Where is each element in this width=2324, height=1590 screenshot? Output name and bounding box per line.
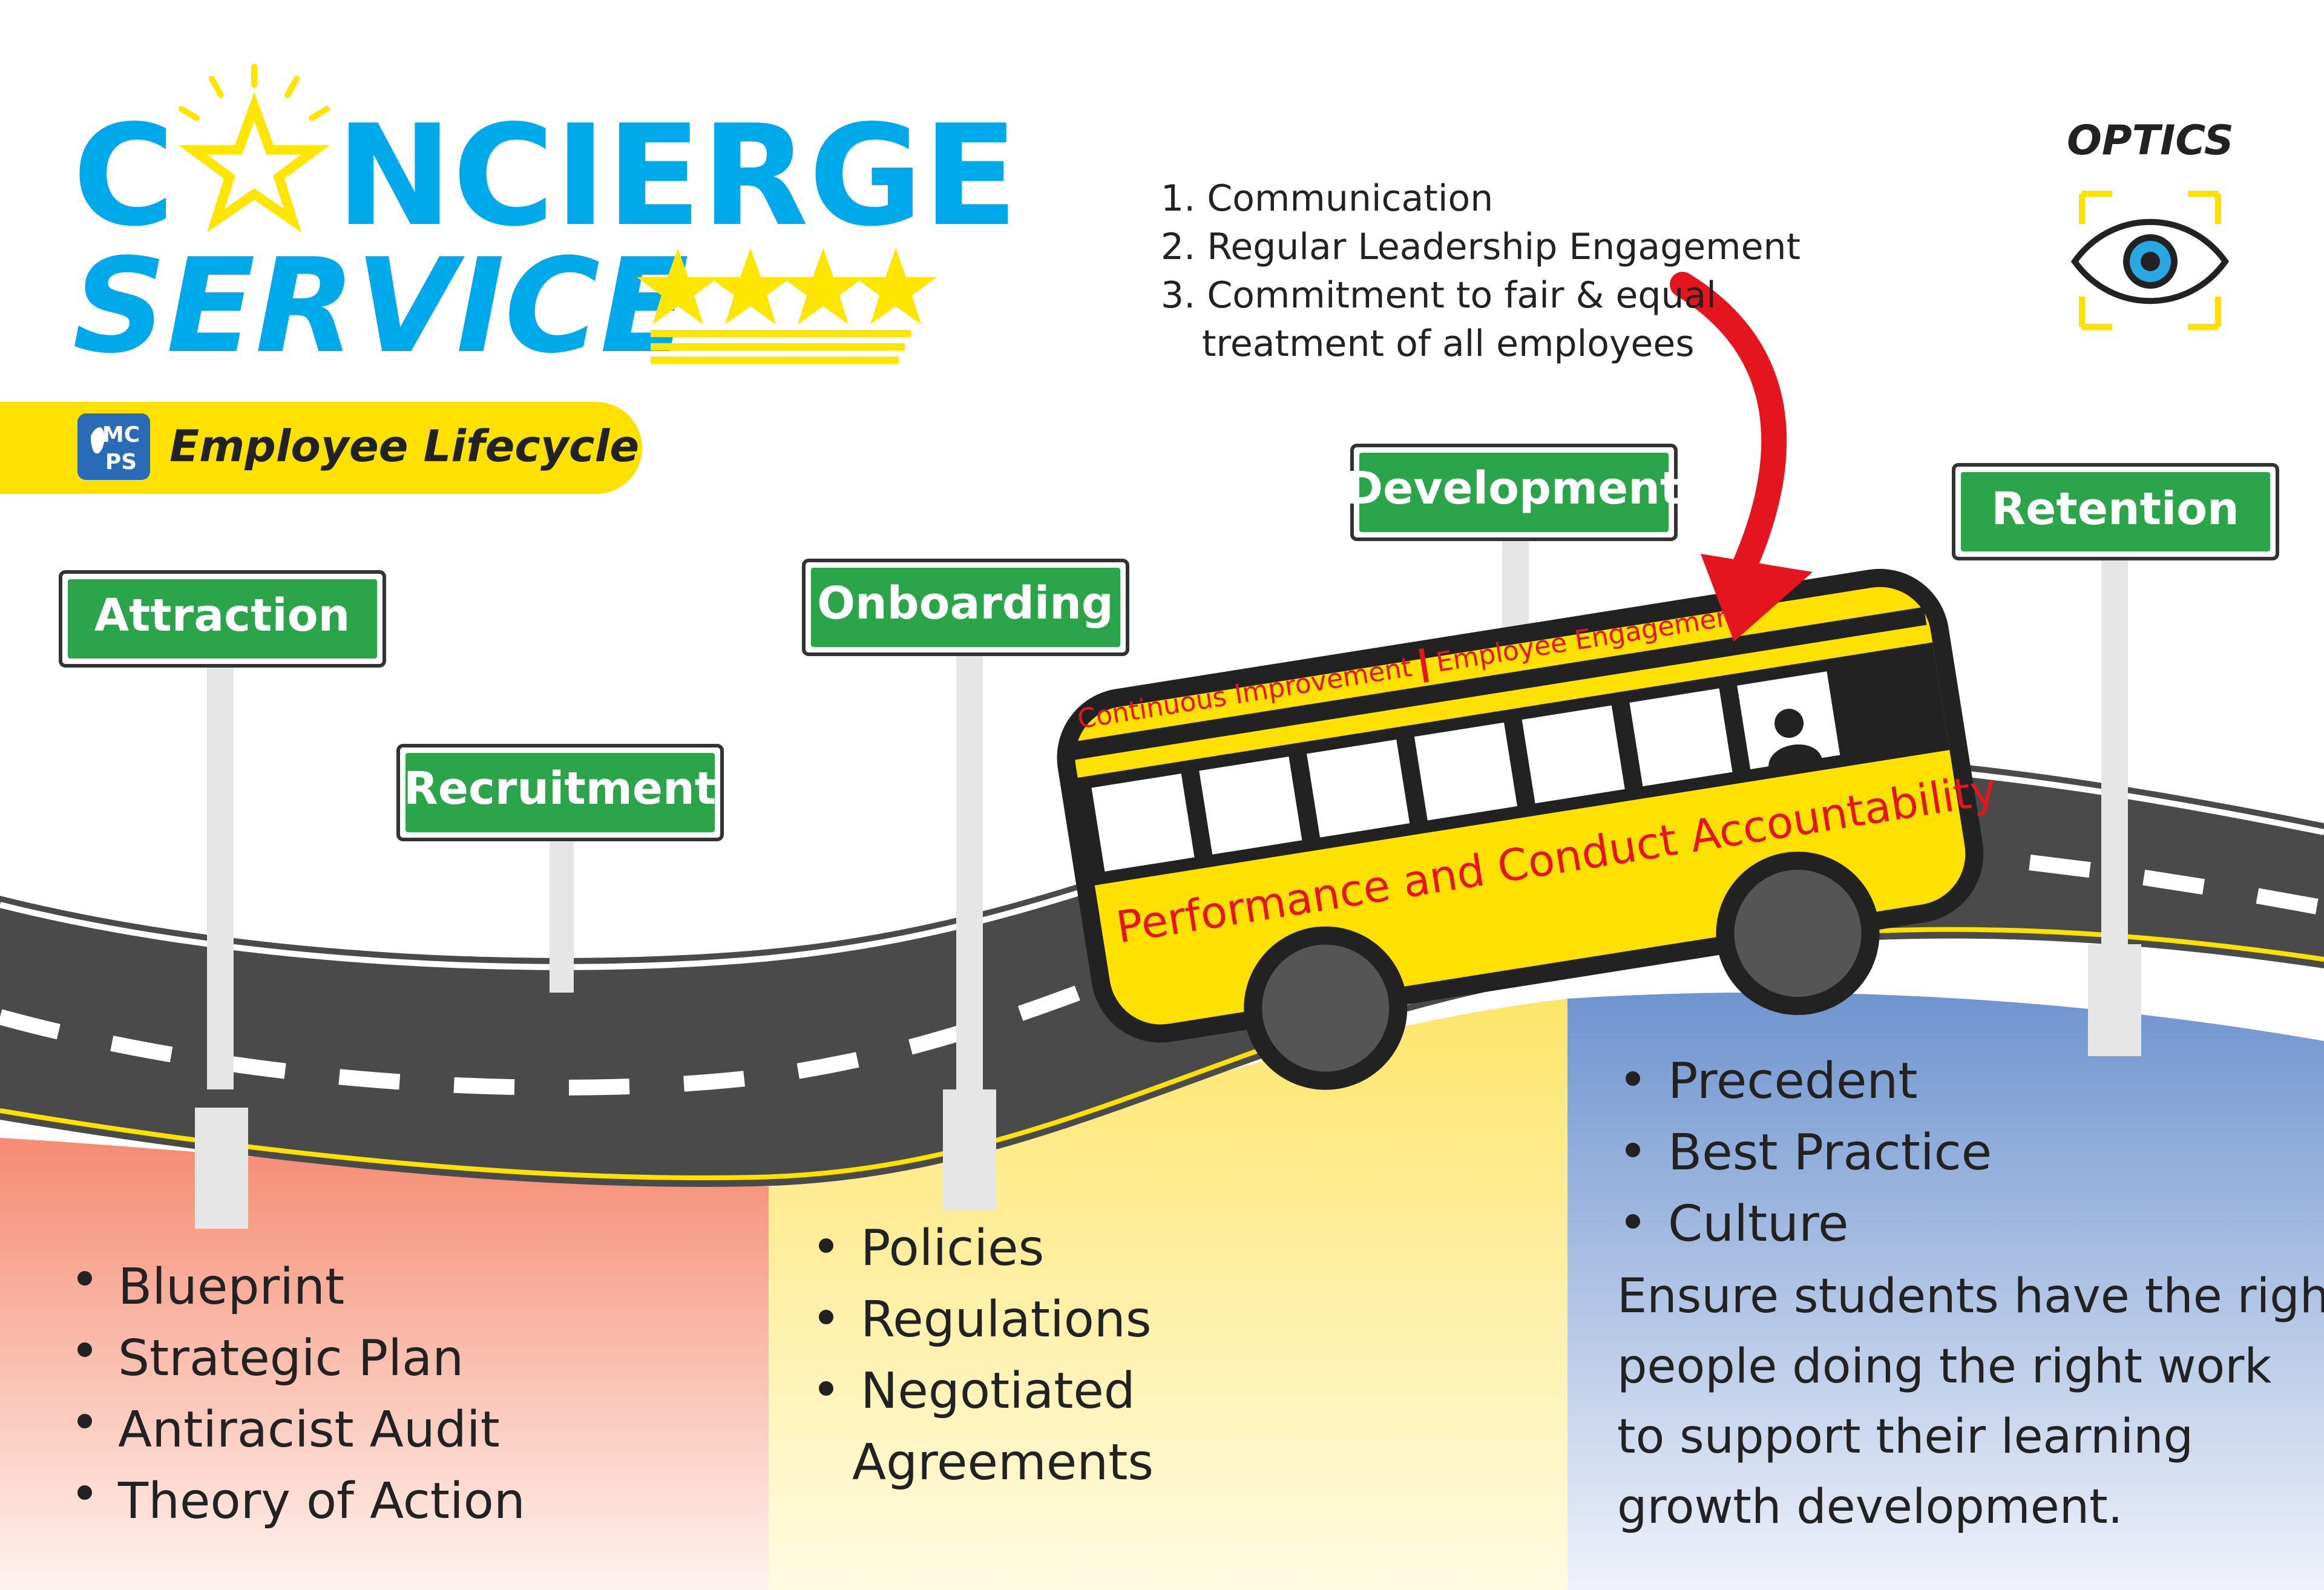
panel-left-list: Blueprint Strategic Plan Antiracist Audi… bbox=[77, 1258, 525, 1530]
right-item-3: Culture bbox=[1668, 1195, 1849, 1253]
badge-text: Employee Lifecycle bbox=[169, 421, 639, 471]
sign-recruitment-label: Recruitment bbox=[404, 763, 716, 815]
bus-wheel-front bbox=[1244, 926, 1408, 1090]
red-arrow bbox=[1670, 272, 1813, 642]
list-item-1: 1. Communication bbox=[1161, 177, 1493, 220]
school-bus: Continuous Improvement Employee Engageme… bbox=[1057, 568, 2000, 1090]
right-item-2: Best Practice bbox=[1668, 1124, 1992, 1181]
post-onboarding bbox=[956, 654, 983, 1089]
left-item-3: Antiracist Audit bbox=[118, 1401, 500, 1459]
sign-attraction: Attraction bbox=[59, 570, 386, 668]
svg-text:PS: PS bbox=[105, 450, 137, 475]
post-base-attraction bbox=[195, 1108, 248, 1229]
numbered-list: 1. Communication 2. Regular Leadership E… bbox=[1161, 177, 1800, 365]
list-item-3-cont: treatment of all employees bbox=[1202, 323, 1695, 365]
eye-icon bbox=[2070, 191, 2230, 330]
sign-onboarding: Onboarding bbox=[802, 559, 1129, 656]
middle-item-3-cont: Agreements bbox=[852, 1434, 1154, 1491]
right-paragraph-4: growth development. bbox=[1617, 1480, 2123, 1534]
sign-development-label: Development bbox=[1346, 462, 1682, 514]
post-retention bbox=[2101, 557, 2128, 944]
post-base-retention bbox=[2088, 944, 2141, 1056]
middle-item-3: Negotiated bbox=[861, 1362, 1135, 1420]
left-item-1: Blueprint bbox=[118, 1258, 344, 1316]
svg-text:MC: MC bbox=[102, 422, 140, 447]
panel-blue-bg bbox=[1567, 992, 2324, 1590]
sign-onboarding-label: Onboarding bbox=[817, 577, 1114, 629]
bus-divider bbox=[1419, 648, 1429, 683]
panel-right-list: Precedent Best Practice Culture Ensure s… bbox=[1617, 1053, 2324, 1534]
star-icon bbox=[179, 64, 330, 232]
right-paragraph-2: people doing the right work bbox=[1617, 1339, 2271, 1394]
title-letter-c: C bbox=[73, 96, 175, 257]
left-item-2: Strategic Plan bbox=[118, 1330, 464, 1387]
middle-item-2: Regulations bbox=[861, 1291, 1152, 1349]
sign-posts bbox=[195, 539, 2141, 1229]
rating-stars bbox=[637, 248, 937, 324]
right-item-1: Precedent bbox=[1668, 1053, 1918, 1110]
post-recruitment bbox=[550, 841, 574, 993]
middle-item-1: Policies bbox=[861, 1220, 1044, 1277]
list-item-3: 3. Commitment to fair & equal bbox=[1161, 274, 1716, 317]
bus-roof-band bbox=[1069, 606, 1927, 761]
left-item-4: Theory of Action bbox=[117, 1473, 525, 1530]
driver-icon bbox=[1768, 709, 1823, 770]
post-base-onboarding bbox=[943, 1089, 996, 1211]
bus-wheel-rear bbox=[1716, 852, 1880, 1016]
mcps-logo: MC PS bbox=[77, 413, 150, 480]
sign-development: Development bbox=[1346, 444, 1682, 541]
right-paragraph-3: to support their learning bbox=[1617, 1410, 2193, 1464]
sign-retention-label: Retention bbox=[1991, 483, 2239, 535]
title-service: SERVICE bbox=[73, 230, 689, 382]
panel-red-bg bbox=[0, 1138, 769, 1590]
right-paragraph-1: Ensure students have the right bbox=[1617, 1269, 2324, 1324]
road-edge-bottom bbox=[0, 927, 2324, 1180]
list-item-2: 2. Regular Leadership Engagement bbox=[1161, 226, 1800, 268]
rating-lines bbox=[651, 330, 911, 364]
sign-recruitment: Recruitment bbox=[396, 744, 724, 841]
optics-label: OPTICS bbox=[2067, 117, 2234, 165]
panel-middle-list: Policies Regulations Negotiated Agreemen… bbox=[819, 1220, 1154, 1491]
lifecycle-badge: MC PS Employee Lifecycle bbox=[0, 402, 642, 494]
road-center-line bbox=[0, 838, 2324, 1096]
title-concierge-rest: NCIERGE bbox=[336, 96, 1018, 257]
post-attraction bbox=[207, 666, 234, 1089]
sign-attraction-label: Attraction bbox=[94, 590, 350, 642]
title-block: C NCIERGE SERVICE bbox=[73, 64, 1018, 382]
bus-windows bbox=[1091, 671, 1840, 872]
sign-retention: Retention bbox=[1952, 463, 2279, 560]
optics: OPTICS bbox=[2067, 117, 2234, 330]
